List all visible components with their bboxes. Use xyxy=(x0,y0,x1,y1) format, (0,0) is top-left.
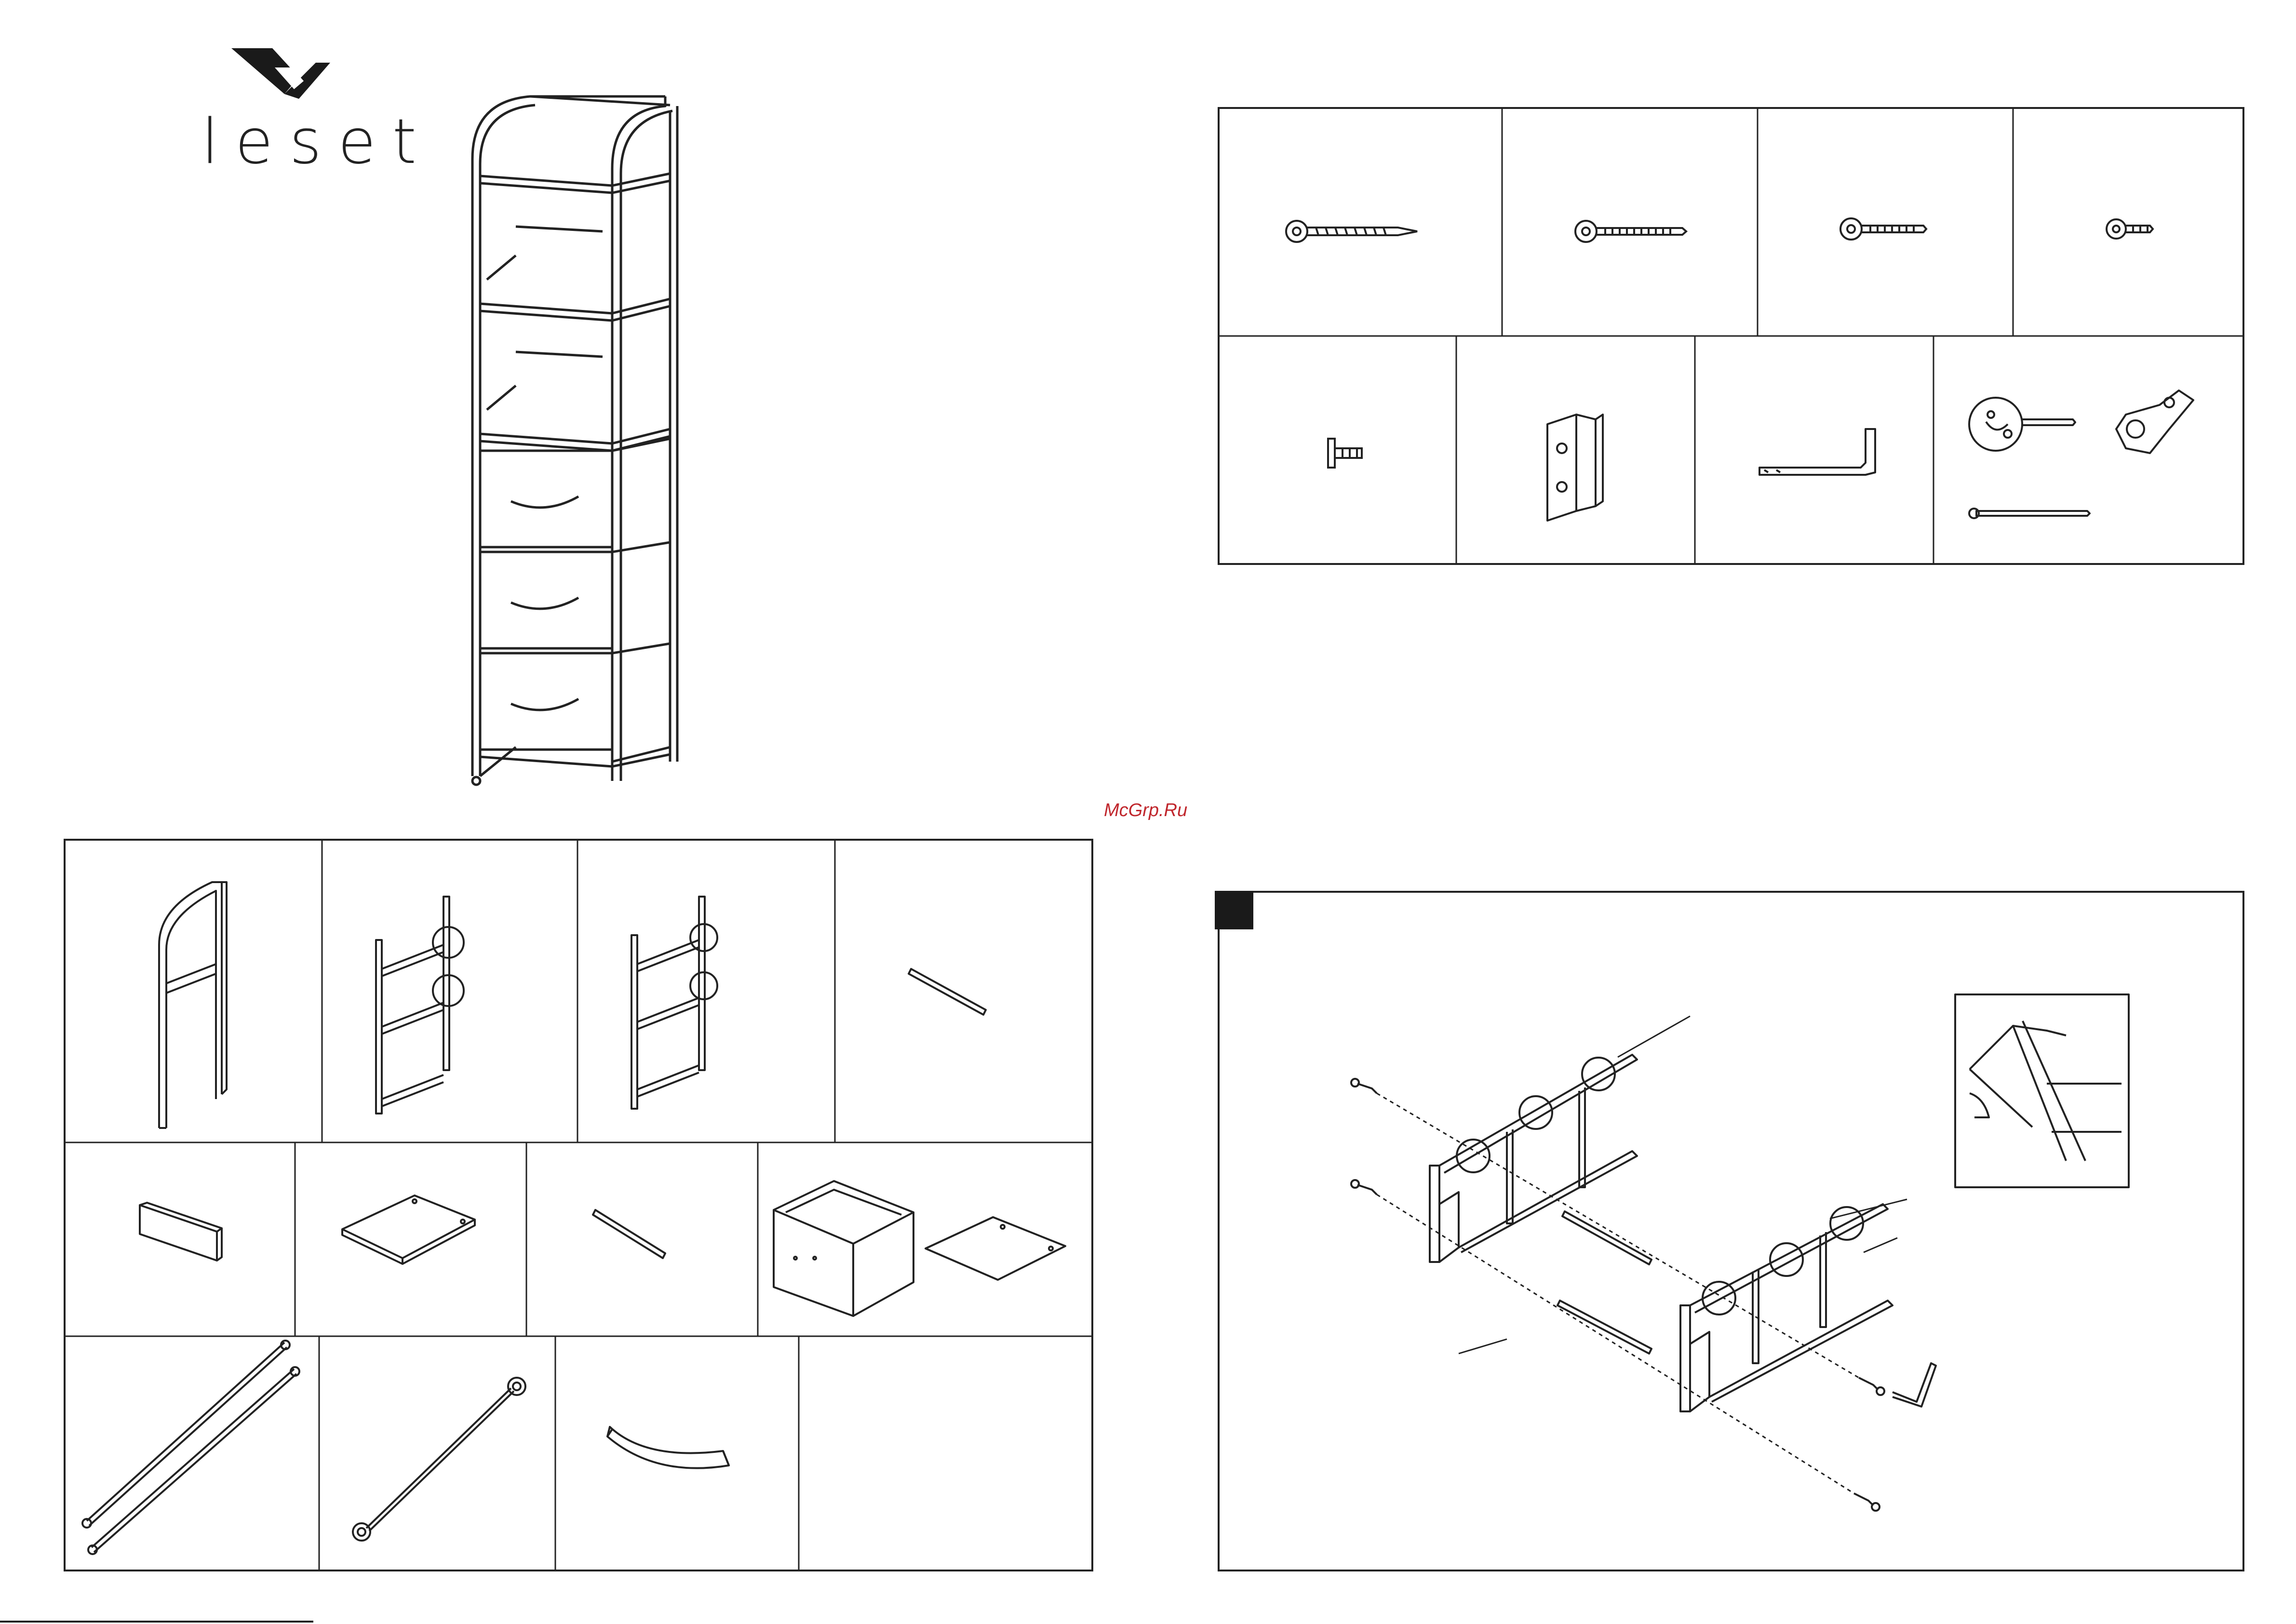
short-bolt-icon xyxy=(1837,210,1933,248)
shelf-board-icon xyxy=(337,1191,482,1273)
side-frame-rounded-icon xyxy=(145,877,251,1138)
front-panel-icon xyxy=(135,1200,227,1268)
u-bracket-icon xyxy=(1538,405,1610,525)
product-overview xyxy=(458,92,689,795)
long-screw-icon xyxy=(1282,212,1422,251)
medium-bolt-icon xyxy=(1571,212,1692,251)
short-rod-icon xyxy=(591,1205,672,1268)
cross-brace-single-icon xyxy=(347,1374,530,1547)
side-frame-ladder-a-icon xyxy=(371,892,492,1118)
fabric-drawer-icon xyxy=(766,1176,1075,1321)
step-assembly-diagram xyxy=(1218,891,2244,1571)
cross-brace-pair-icon xyxy=(77,1335,304,1562)
cam-pin-icon xyxy=(1318,434,1371,472)
brand-name: leset xyxy=(201,106,433,178)
watermark: McGrp.Ru xyxy=(1104,800,1187,821)
allen-key-icon xyxy=(1755,424,1890,482)
drawer-handle-icon xyxy=(603,1417,738,1485)
connecting-rod-icon xyxy=(906,964,993,1022)
small-bolt-icon xyxy=(2102,210,2160,248)
cam-lock-set-icon xyxy=(1967,376,2222,535)
side-frame-ladder-b-icon xyxy=(627,892,738,1118)
page-footer-line xyxy=(0,1621,313,1623)
leset-logo-mark xyxy=(227,43,333,106)
